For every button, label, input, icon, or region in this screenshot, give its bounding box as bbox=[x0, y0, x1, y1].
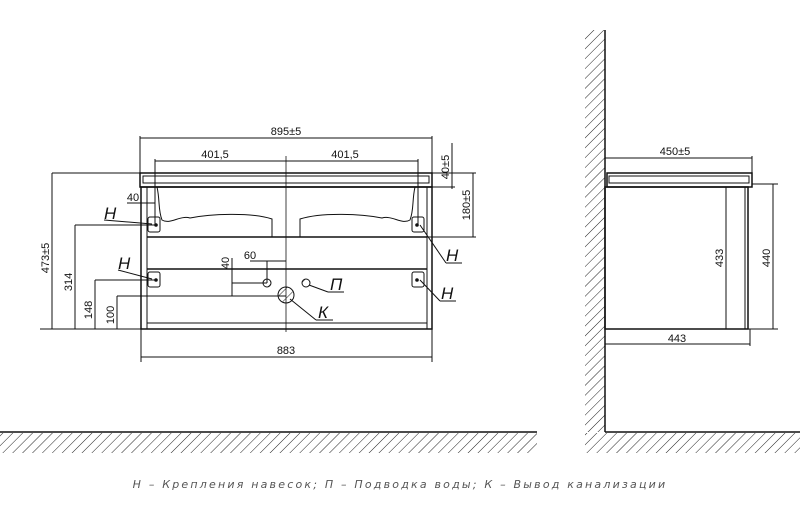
hanger-bracket bbox=[411, 271, 425, 288]
label-water: П bbox=[330, 275, 343, 294]
dim-body-depth: 443 bbox=[668, 333, 686, 345]
front-view bbox=[40, 136, 476, 362]
dim-inner-height: 433 bbox=[714, 249, 726, 267]
side-view bbox=[604, 156, 778, 346]
dim-bracket-lower: 148 bbox=[83, 301, 95, 319]
label-hanger: Н bbox=[118, 254, 131, 273]
label-hanger: Н bbox=[441, 284, 454, 303]
floor-left bbox=[0, 431, 537, 453]
dim-top-thickness: 40±5 bbox=[440, 155, 452, 179]
dim-body-width: 883 bbox=[277, 345, 295, 357]
dim-bracket-offset: 40 bbox=[127, 192, 139, 204]
dim-drain-height: 100 bbox=[105, 306, 117, 324]
dim-top-depth: 450±5 bbox=[660, 146, 691, 158]
dim-bracket-upper: 314 bbox=[63, 273, 75, 291]
dim-inlet-offset-y: 40 bbox=[220, 257, 232, 269]
dim-top-width: 895±5 bbox=[271, 126, 302, 138]
dim-basin-depth: 180±5 bbox=[461, 190, 473, 221]
dim-half-left: 401,5 bbox=[201, 149, 229, 161]
dim-half-right: 401,5 bbox=[331, 149, 359, 161]
water-inlet bbox=[301, 278, 311, 288]
legend-caption: Н – Крепления навесок; П – Подводка воды… bbox=[132, 478, 668, 491]
label-hanger: Н bbox=[104, 204, 117, 223]
dim-body-height: 440 bbox=[761, 249, 773, 267]
label-hanger: Н bbox=[446, 246, 459, 265]
wall-right bbox=[585, 30, 800, 453]
dim-inlet-offset-x: 60 bbox=[244, 250, 256, 262]
dim-total-height: 473±5 bbox=[40, 243, 52, 274]
label-drain: К bbox=[318, 303, 329, 322]
